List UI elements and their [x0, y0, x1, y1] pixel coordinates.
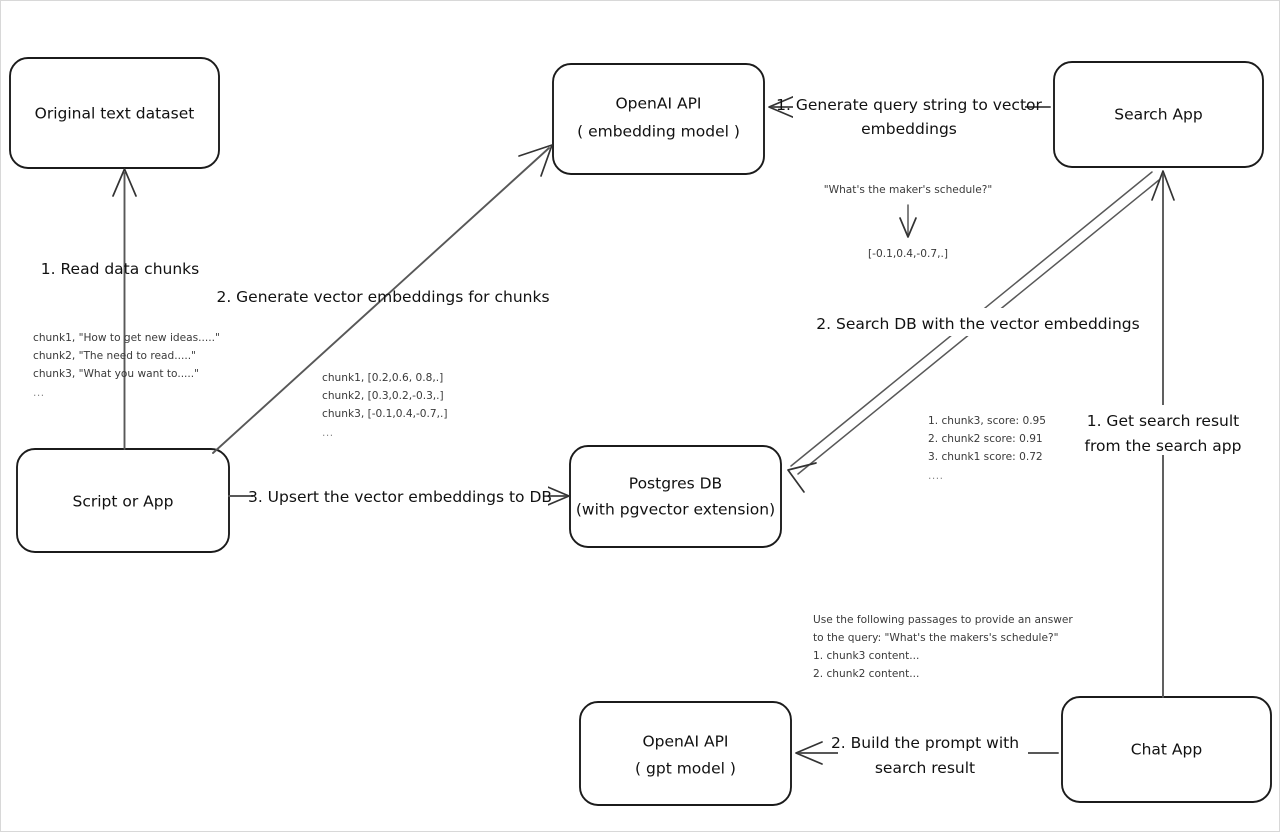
note-search-results-line-2: 2. chunk2 score: 0.91: [928, 433, 1043, 445]
edge-search-db-label: 2. Search DB with the vector embeddings: [816, 315, 1139, 333]
node-script-or-app-label: Script or App: [73, 493, 174, 511]
node-chat-app[interactable]: Chat App: [1061, 696, 1272, 803]
node-openai-gpt-api-line2: ( gpt model ): [635, 760, 736, 778]
node-openai-embedding-api[interactable]: OpenAI API ( embedding model ): [552, 63, 765, 175]
edge-read-data-chunks-label: 1. Read data chunks: [41, 260, 199, 278]
edge-build-prompt[interactable]: 2. Build the prompt with search result: [795, 728, 1059, 778]
note-query-arrow-head: [899, 217, 917, 238]
edge-build-prompt-arrowhead: [795, 741, 823, 765]
edge-generate-query-embeddings[interactable]: 1. Generate query string to vector embed…: [768, 90, 1051, 138]
note-data-chunks-ellipsis: ...: [33, 387, 45, 399]
edge-generate-query-embeddings-line2: embeddings: [861, 120, 957, 138]
note-prompt-line-2: to the query: "What's the makers's sched…: [813, 632, 1059, 644]
note-data-chunks-line-2: chunk2, "The need to read.....": [33, 350, 196, 362]
note-chunk-vectors-ellipsis: ...: [322, 427, 334, 439]
node-chat-app-label: Chat App: [1131, 741, 1202, 759]
edge-generate-vector-embeddings[interactable]: 2. Generate vector embeddings for chunks: [212, 144, 553, 454]
node-openai-embedding-api-shape: [552, 63, 765, 175]
edge-build-prompt-label-bg: [838, 728, 1028, 778]
edge-get-search-result-label-bg: [1090, 405, 1240, 455]
note-prompt-line-3: 1. chunk3 content...: [813, 650, 919, 662]
node-search-app-label: Search App: [1114, 106, 1202, 124]
node-openai-gpt-api-line1: OpenAI API: [642, 733, 728, 751]
note-chunk-vectors-line-2: chunk2, [0.3,0.2,-0.3,.]: [322, 390, 444, 402]
node-script-or-app-shape: [16, 448, 230, 553]
edge-read-data-chunks-arrowhead: [112, 168, 137, 197]
node-search-app-shape: [1053, 61, 1264, 168]
note-query-vector: [-0.1,0.4,-0.7,.]: [868, 248, 948, 260]
edge-generate-query-embeddings-arrowhead: [768, 95, 796, 119]
node-openai-embedding-api-line1: OpenAI API: [615, 95, 701, 113]
node-openai-embedding-api-line2: ( embedding model ): [577, 123, 740, 141]
note-data-chunks: chunk1, "How to get new ideas....." chun…: [33, 332, 220, 399]
note-chunk-vectors: chunk1, [0.2,0.6, 0.8,.] chunk2, [0.3,0.…: [322, 372, 448, 439]
note-data-chunks-line-1: chunk1, "How to get new ideas.....": [33, 332, 220, 344]
node-search-app[interactable]: Search App: [1053, 61, 1264, 168]
node-postgres-db-line2: (with pgvector extension): [576, 501, 775, 519]
edge-generate-vector-embeddings-arrowhead: [518, 144, 553, 177]
note-prompt-line-4: 2. chunk2 content...: [813, 668, 919, 680]
edge-upsert-embeddings-label: 3. Upsert the vector embeddings to DB: [248, 488, 552, 506]
note-search-results-line-1: 1. chunk3, score: 0.95: [928, 415, 1046, 427]
edge-search-db-label-bg: [822, 308, 1134, 336]
edge-generate-vector-embeddings-label: 2. Generate vector embeddings for chunks: [216, 288, 549, 306]
note-data-chunks-line-3: chunk3, "What you want to.....": [33, 368, 199, 380]
node-postgres-db-line1: Postgres DB: [629, 475, 722, 493]
edge-build-prompt-line2: search result: [875, 759, 975, 777]
note-chunk-vectors-line-3: chunk3, [-0.1,0.4,-0.7,.]: [322, 408, 448, 420]
node-original-text-dataset-shape: [9, 57, 220, 169]
note-search-results-line-3: 3. chunk1 score: 0.72: [928, 451, 1043, 463]
edge-build-prompt-line1: 2. Build the prompt with: [831, 734, 1019, 752]
edge-generate-query-embeddings-line1: 1. Generate query string to vector: [776, 96, 1042, 114]
node-script-or-app[interactable]: Script or App: [16, 448, 230, 553]
node-postgres-db[interactable]: Postgres DB (with pgvector extension): [569, 445, 782, 548]
edge-read-data-chunks[interactable]: 1. Read data chunks: [41, 168, 199, 450]
note-query-text: "What's the maker's schedule?": [824, 184, 992, 196]
note-chunk-vectors-line-1: chunk1, [0.2,0.6, 0.8,.]: [322, 372, 443, 384]
edge-search-db-arrowhead: [787, 462, 817, 493]
edge-get-search-result-arrowhead: [1151, 170, 1175, 201]
note-prompt-line-1: Use the following passages to provide an…: [813, 614, 1073, 626]
edge-upsert-embeddings[interactable]: 3. Upsert the vector embeddings to DB: [228, 484, 570, 508]
note-search-results: 1. chunk3, score: 0.95 2. chunk2 score: …: [928, 415, 1046, 482]
edge-upsert-embeddings-label-bg: [253, 484, 548, 508]
edge-generate-query-embeddings-label-bg: [793, 90, 1025, 136]
node-openai-gpt-api-shape: [579, 701, 792, 806]
edge-search-db[interactable]: 2. Search DB with the vector embeddings: [787, 171, 1160, 493]
node-openai-gpt-api[interactable]: OpenAI API ( gpt model ): [579, 701, 792, 806]
edge-get-search-result-line1: 1. Get search result: [1087, 412, 1240, 430]
edge-get-search-result[interactable]: 1. Get search result from the search app: [1085, 170, 1242, 698]
note-query-to-vector: "What's the maker's schedule?" [-0.1,0.4…: [824, 184, 992, 260]
note-prompt: Use the following passages to provide an…: [813, 614, 1073, 680]
edge-get-search-result-line2: from the search app: [1085, 437, 1242, 455]
node-chat-app-shape: [1061, 696, 1272, 803]
edge-generate-vector-embeddings-line: [212, 147, 550, 454]
node-original-text-dataset[interactable]: Original text dataset: [9, 57, 220, 169]
node-postgres-db-shape: [569, 445, 782, 548]
node-original-text-dataset-label: Original text dataset: [35, 105, 195, 123]
note-search-results-ellipsis: ....: [928, 470, 943, 482]
edge-upsert-embeddings-arrowhead: [542, 484, 570, 508]
